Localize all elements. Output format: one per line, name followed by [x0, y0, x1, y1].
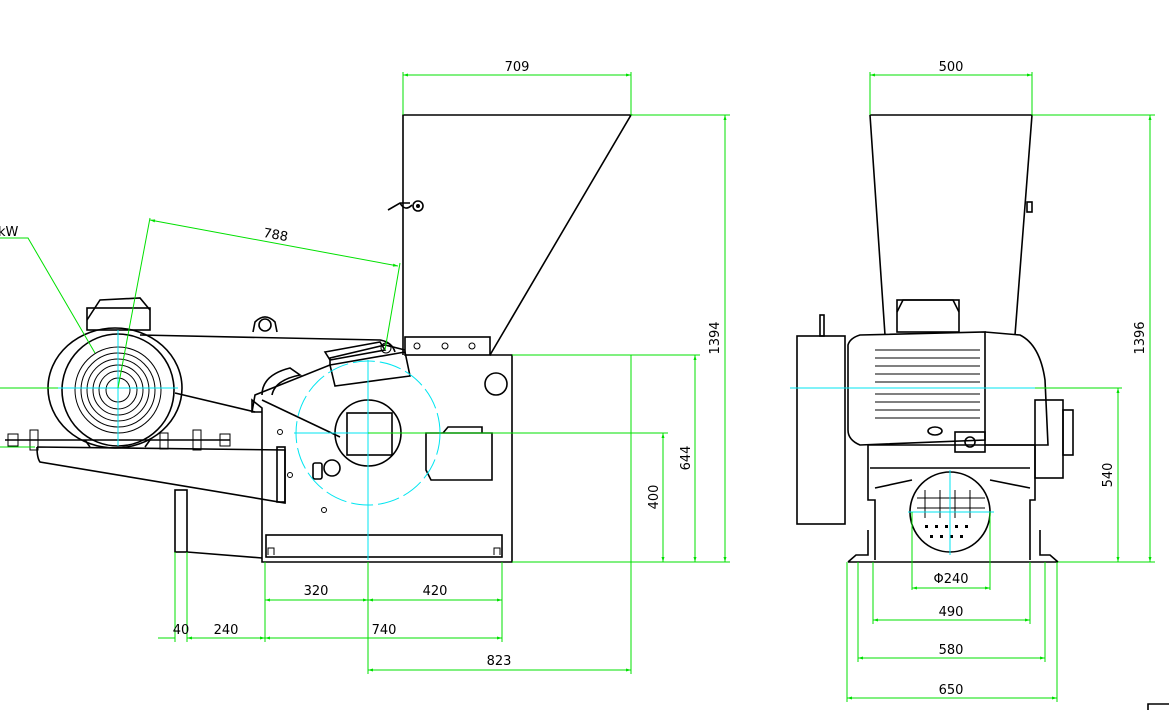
dim-40: 40	[173, 623, 190, 638]
base-frame	[5, 429, 286, 559]
belt-guard	[139, 316, 396, 413]
side-dimensions: 500 1396 540 Φ240 490 580 650	[846, 60, 1155, 702]
side-base	[847, 444, 1059, 563]
dim-650: 650	[939, 683, 964, 698]
dim-420: 420	[423, 584, 448, 599]
dim-side-overall-height: 1396	[1133, 321, 1148, 354]
dim-490: 490	[939, 605, 964, 620]
dim-side-hopper-width: 500	[939, 60, 964, 75]
hopper	[387, 114, 633, 356]
dim-screen-diameter: Φ240	[933, 572, 968, 587]
dim-shaft-height: 400	[647, 485, 662, 510]
side-motor	[790, 299, 1074, 525]
dim-overall-height: 1394	[708, 321, 723, 354]
motor	[47, 297, 183, 449]
front-dimensions: 709 1394 644 400 788 kW 320 420 40	[0, 60, 730, 674]
side-hopper	[869, 114, 1033, 336]
dim-580: 580	[939, 643, 964, 658]
dim-hopper-width: 709	[505, 60, 530, 75]
dim-823: 823	[487, 654, 512, 669]
dim-inlet-height: 644	[679, 446, 694, 471]
dim-belt-center: 788	[262, 226, 289, 245]
dim-740: 740	[372, 623, 397, 638]
housing	[251, 341, 513, 563]
front-view: 709 1394 644 400 788 kW 320 420 40	[0, 60, 730, 674]
dim-240: 240	[214, 623, 239, 638]
sheet-corner-mark	[1147, 703, 1169, 710]
dim-320: 320	[304, 584, 329, 599]
motor-power-label: kW	[0, 225, 19, 240]
side-view: 500 1396 540 Φ240 490 580 650	[790, 60, 1169, 710]
dim-side-shaft-height: 540	[1101, 463, 1116, 488]
